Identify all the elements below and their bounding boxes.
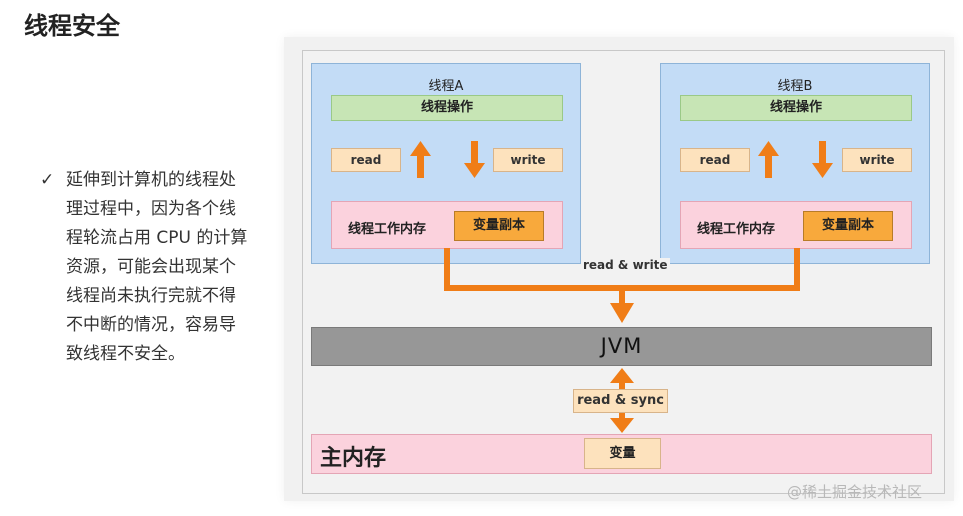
thread-a-variable-copy: 变量副本 bbox=[454, 211, 544, 241]
thread-a-title: 线程A bbox=[428, 79, 464, 94]
arrow-up-icon bbox=[417, 154, 424, 178]
watermark: @稀土掘金技术社区 bbox=[787, 483, 923, 501]
working-memory-label: 线程工作内存 bbox=[348, 222, 427, 237]
variable-box: 变量 bbox=[584, 438, 661, 469]
arrow-down-icon bbox=[610, 303, 634, 323]
main-memory-label: 主内存 bbox=[320, 446, 387, 471]
thread-b-title: 线程B bbox=[777, 79, 813, 94]
bullet-text: ✓ 延伸到计算机的线程处 理过程中，因为各个线 程轮流占用 CPU 的计算 资源… bbox=[40, 166, 280, 369]
bullet-line: 线程尚未执行完就不得 bbox=[66, 286, 236, 306]
arrow-down-icon bbox=[812, 163, 833, 178]
arrow-down-icon bbox=[610, 418, 634, 433]
bullet-line: 理过程中，因为各个线 bbox=[66, 199, 236, 219]
read-write-label: read & write bbox=[581, 258, 670, 272]
jvm-bar: JVM bbox=[311, 327, 932, 366]
thread-b-operation: 线程操作 bbox=[680, 95, 912, 121]
thread-b-box: 线程B 线程操作 read write 线程工作内存 变量副本 bbox=[660, 63, 930, 264]
read-sync-label: read & sync bbox=[573, 389, 668, 413]
arrow-down-icon bbox=[819, 141, 826, 165]
thread-b-read: read bbox=[680, 148, 750, 172]
thread-a-working-memory: 线程工作内存 变量副本 bbox=[331, 201, 563, 249]
bullet-line: 致线程不安全。 bbox=[66, 344, 185, 364]
bullet-line: 程轮流占用 CPU 的计算 bbox=[66, 228, 248, 248]
thread-b-write: write bbox=[842, 148, 912, 172]
thread-b-variable-copy: 变量副本 bbox=[803, 211, 893, 241]
arrow-down-icon bbox=[471, 141, 478, 165]
thread-a-write: write bbox=[493, 148, 563, 172]
main-memory-bar: 主内存 变量 bbox=[311, 434, 932, 474]
arrow-up-icon bbox=[758, 141, 779, 156]
bullet-line: 不中断的情况，容易导 bbox=[66, 315, 236, 335]
arrow-down-icon bbox=[464, 163, 485, 178]
working-memory-label: 线程工作内存 bbox=[697, 222, 776, 237]
bullet-line: 延伸到计算机的线程处 bbox=[66, 170, 236, 190]
page-title: 线程安全 bbox=[24, 12, 120, 40]
arrow-up-icon bbox=[410, 141, 431, 156]
check-icon: ✓ bbox=[40, 170, 55, 190]
arrow-up-icon bbox=[765, 154, 772, 178]
thread-a-box: 线程A 线程操作 read write 线程工作内存 变量副本 bbox=[311, 63, 581, 264]
arrow-up-icon bbox=[610, 368, 634, 383]
thread-a-operation: 线程操作 bbox=[331, 95, 563, 121]
thread-a-read: read bbox=[331, 148, 401, 172]
bullet-line: 资源，可能会出现某个 bbox=[66, 257, 236, 277]
